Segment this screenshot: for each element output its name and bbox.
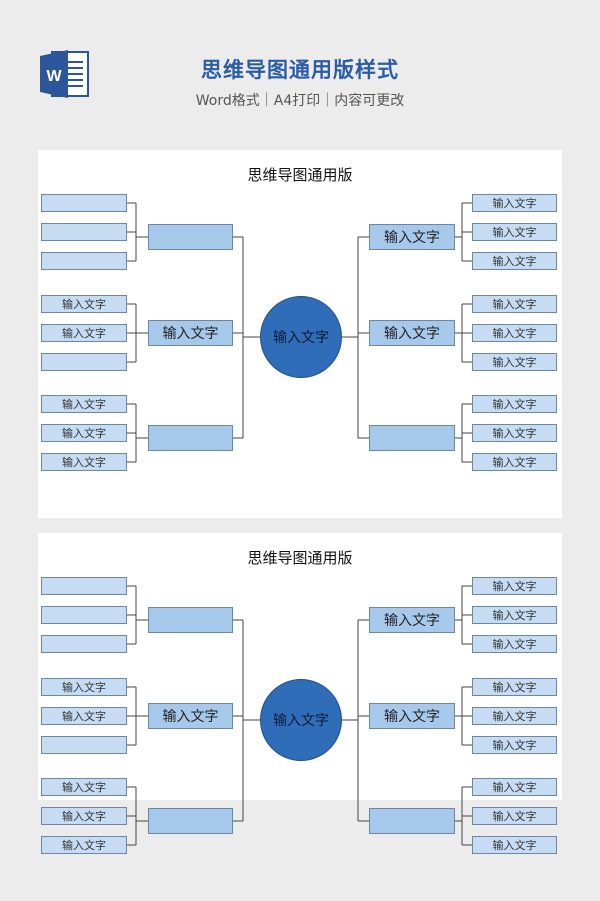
left-leaf-box[interactable]: 输入文字 [41, 678, 127, 696]
right-leaf-box[interactable]: 输入文字 [472, 395, 557, 413]
page-title: 思维导图通用版样式 [201, 58, 399, 82]
svg-text:W: W [46, 68, 62, 85]
left-leaf-box[interactable] [41, 353, 127, 371]
right-branch-box[interactable]: 输入文字 [369, 320, 455, 346]
right-leaf-box[interactable]: 输入文字 [472, 353, 557, 371]
left-branch-box[interactable] [148, 607, 233, 633]
right-branch-box[interactable] [369, 425, 455, 451]
right-branch-box[interactable]: 输入文字 [369, 703, 455, 729]
right-leaf-box[interactable]: 输入文字 [472, 635, 557, 653]
left-leaf-box[interactable] [41, 606, 127, 624]
left-leaf-box[interactable] [41, 736, 127, 754]
word-document-icon: W [38, 48, 90, 100]
sheet-title: 思维导图通用版 [247, 549, 353, 567]
right-leaf-box[interactable]: 输入文字 [472, 836, 557, 854]
right-leaf-box[interactable]: 输入文字 [472, 324, 557, 342]
right-leaf-box[interactable]: 输入文字 [472, 453, 557, 471]
left-branch-box[interactable] [148, 808, 233, 834]
left-leaf-box[interactable]: 输入文字 [41, 324, 127, 342]
right-leaf-box[interactable]: 输入文字 [472, 577, 557, 595]
center-topic-node[interactable]: 输入文字 [260, 679, 342, 761]
left-leaf-box[interactable] [41, 252, 127, 270]
page-subtitle: Word格式｜A4打印｜内容可更改 [195, 93, 405, 109]
center-topic-node[interactable]: 输入文字 [260, 296, 342, 378]
left-branch-box[interactable] [148, 224, 233, 250]
left-branch-box[interactable]: 输入文字 [148, 320, 233, 346]
left-leaf-box[interactable]: 输入文字 [41, 424, 127, 442]
right-leaf-box[interactable]: 输入文字 [472, 736, 557, 754]
connector-lines [127, 202, 472, 463]
right-branch-box[interactable] [369, 808, 455, 834]
right-leaf-box[interactable]: 输入文字 [472, 295, 557, 313]
left-leaf-box[interactable]: 输入文字 [41, 807, 127, 825]
right-leaf-box[interactable]: 输入文字 [472, 807, 557, 825]
right-branch-box[interactable]: 输入文字 [369, 224, 455, 250]
sheet-title: 思维导图通用版 [247, 166, 353, 184]
left-leaf-box[interactable]: 输入文字 [41, 295, 127, 313]
right-leaf-box[interactable]: 输入文字 [472, 778, 557, 796]
right-leaf-box[interactable]: 输入文字 [472, 223, 557, 241]
right-leaf-box[interactable]: 输入文字 [472, 707, 557, 725]
left-leaf-box[interactable] [41, 194, 127, 212]
left-leaf-box[interactable]: 输入文字 [41, 453, 127, 471]
left-leaf-box[interactable]: 输入文字 [41, 395, 127, 413]
page-header: W 思维导图通用版样式 Word格式｜A4打印｜内容可更改 [0, 0, 600, 140]
right-leaf-box[interactable]: 输入文字 [472, 606, 557, 624]
left-branch-box[interactable]: 输入文字 [148, 703, 233, 729]
left-leaf-box[interactable]: 输入文字 [41, 836, 127, 854]
right-leaf-box[interactable]: 输入文字 [472, 252, 557, 270]
left-leaf-box[interactable] [41, 223, 127, 241]
left-leaf-box[interactable]: 输入文字 [41, 778, 127, 796]
mind-map-sheet-1: 思维导图通用版输入文字输入文字输入文字输入文字输入文字输入文字输入文字输入文字输… [38, 150, 562, 518]
right-leaf-box[interactable]: 输入文字 [472, 194, 557, 212]
left-leaf-box[interactable]: 输入文字 [41, 707, 127, 725]
right-branch-box[interactable]: 输入文字 [369, 607, 455, 633]
left-leaf-box[interactable] [41, 635, 127, 653]
left-branch-box[interactable] [148, 425, 233, 451]
right-leaf-box[interactable]: 输入文字 [472, 678, 557, 696]
left-leaf-box[interactable] [41, 577, 127, 595]
right-leaf-box[interactable]: 输入文字 [472, 424, 557, 442]
mind-map-sheet-2: 思维导图通用版输入文字输入文字输入文字输入文字输入文字输入文字输入文字输入文字输… [38, 533, 562, 854]
